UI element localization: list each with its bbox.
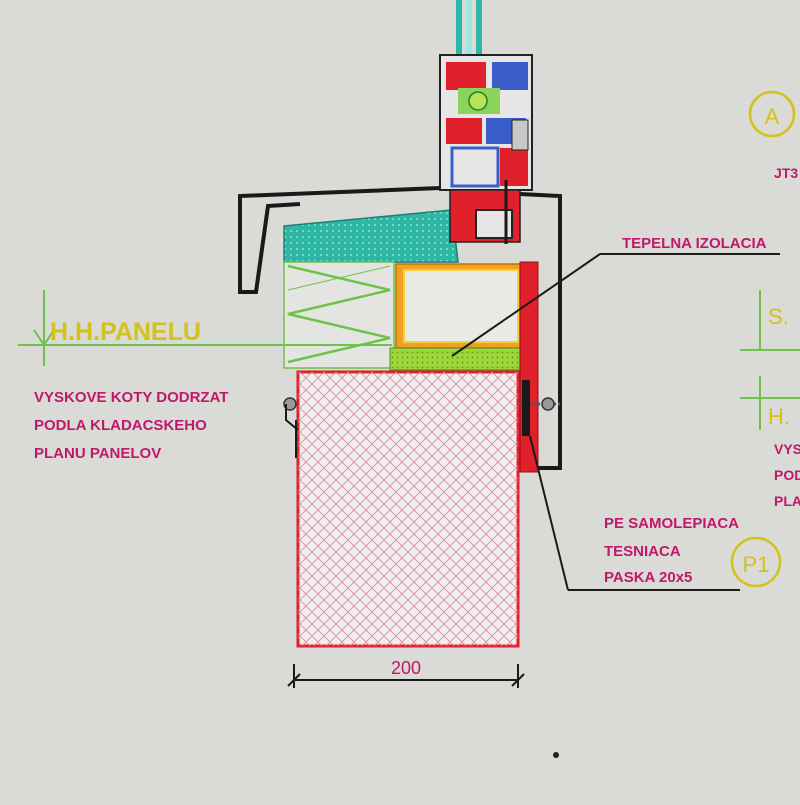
panel-level-marker bbox=[18, 290, 392, 366]
side-seal-panel bbox=[519, 261, 539, 473]
a-marker bbox=[748, 90, 796, 138]
edge-fragment-vys-3: PLA bbox=[774, 493, 800, 509]
window-frame-profile bbox=[439, 54, 533, 191]
edge-level-marker-1 bbox=[740, 290, 800, 351]
right-flashing bbox=[519, 192, 562, 470]
window-sill bbox=[283, 209, 459, 263]
height-note-line-2: PODLA KLADACSKEHO bbox=[34, 417, 207, 434]
tape-label-line-3: PASKA 20x5 bbox=[604, 569, 692, 586]
edge-fragment-h: H. bbox=[768, 404, 790, 429]
dimension-label: 200 bbox=[391, 658, 421, 678]
tape-label-line-2: TESNIACA bbox=[604, 543, 681, 560]
edge-level-marker-2 bbox=[740, 376, 800, 430]
edge-fragment-s: S. bbox=[768, 304, 789, 329]
stray-dot bbox=[553, 752, 559, 758]
edge-fragment-jt: JT3 bbox=[774, 165, 798, 181]
p1-marker bbox=[730, 536, 782, 588]
dimension-line bbox=[287, 664, 525, 688]
panel-level-label: H.H.PANELU bbox=[50, 318, 201, 346]
tape-leader bbox=[529, 435, 740, 591]
sill-flashing bbox=[238, 186, 441, 294]
tape-label-line-1: PE SAMOLEPIACA bbox=[604, 515, 739, 532]
height-note-line-1: VYSKOVE KOTY DODRZAT bbox=[34, 389, 228, 406]
insulation-label: TEPELNA IZOLACIA bbox=[622, 235, 767, 252]
pe-sealing-tape bbox=[522, 380, 530, 436]
edge-fragment-vys-1: VYS bbox=[774, 441, 800, 457]
window-glass bbox=[456, 0, 482, 60]
a-marker-label: A bbox=[765, 104, 780, 129]
insulation-leader bbox=[451, 253, 780, 357]
p1-marker-label: P1 bbox=[743, 552, 770, 577]
height-note-line-3: PLANU PANELOV bbox=[34, 445, 161, 462]
edge-fragment-vys-2: POD bbox=[774, 467, 800, 483]
